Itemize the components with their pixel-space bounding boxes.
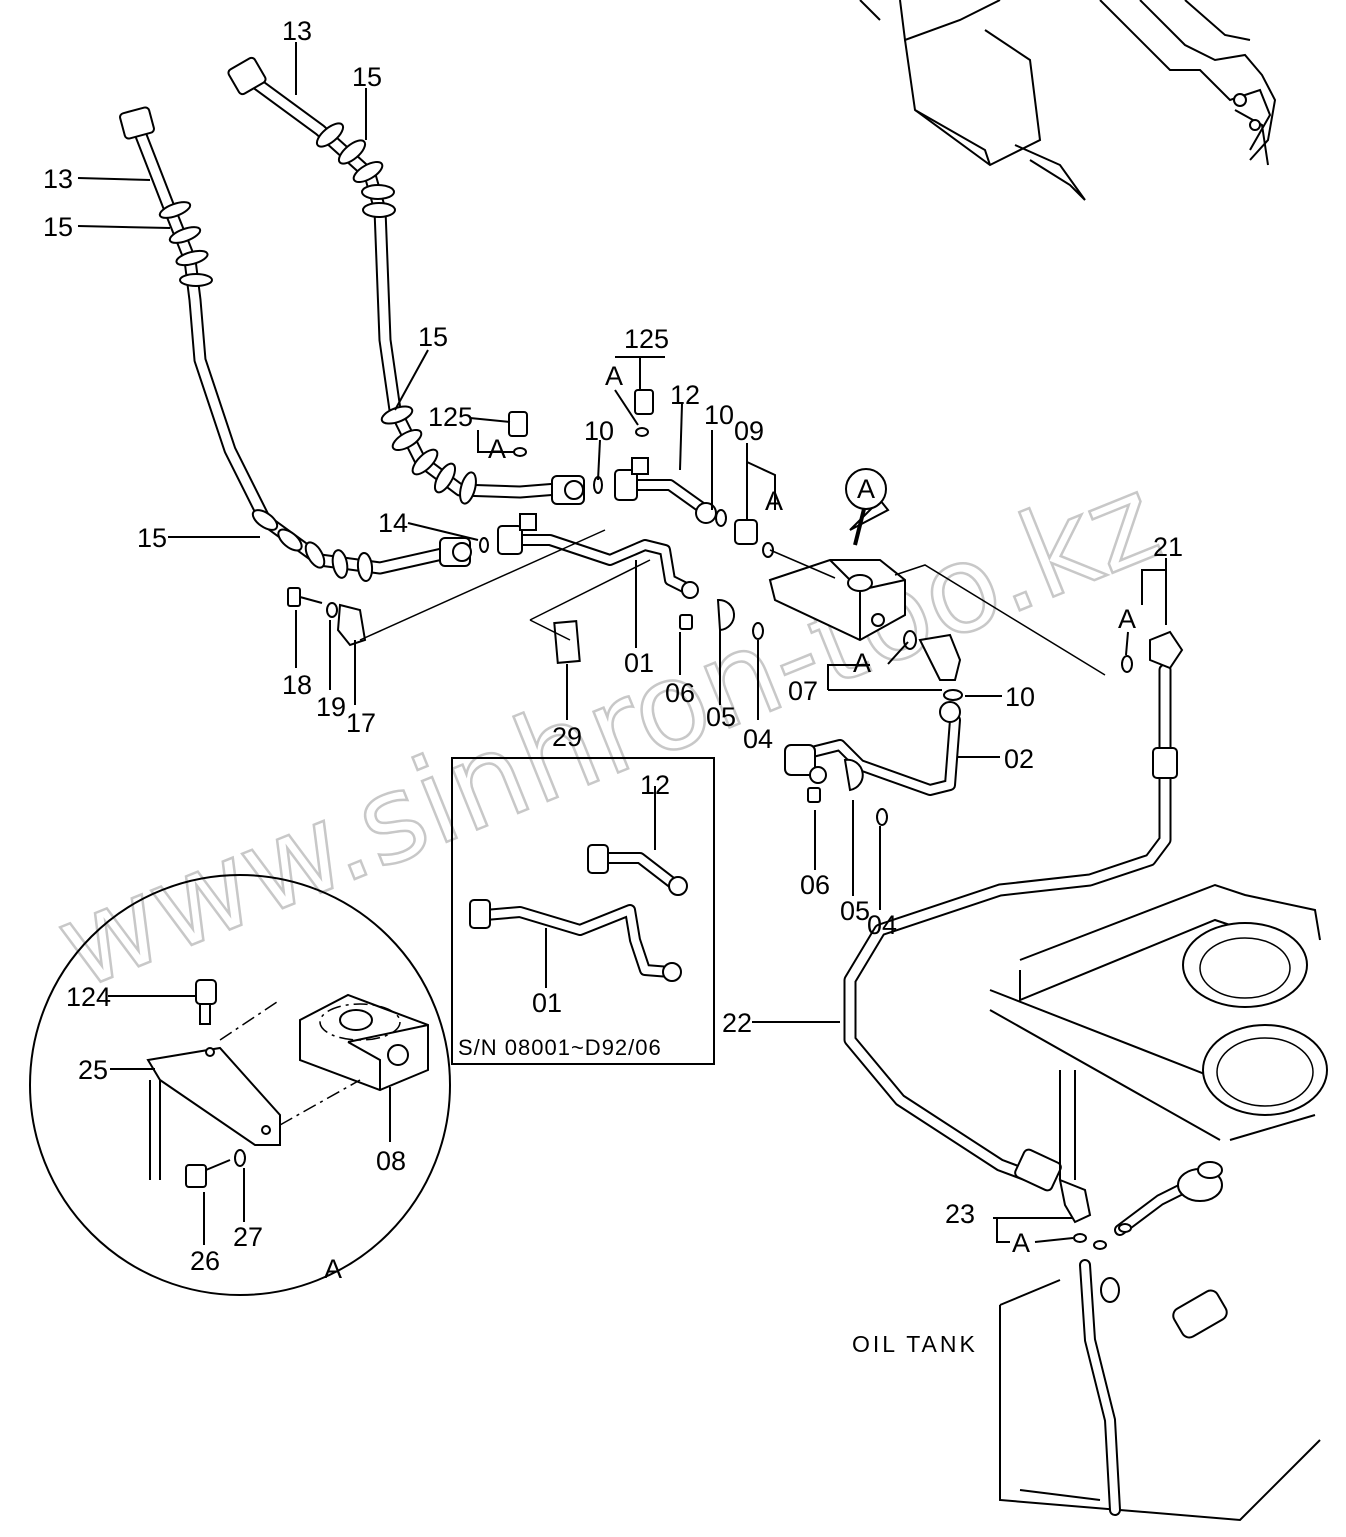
label-10: 10 bbox=[1005, 682, 1035, 712]
label-02: 02 bbox=[1004, 744, 1034, 774]
leader-dashed-lines bbox=[359, 529, 1106, 676]
callout-a: A bbox=[845, 468, 887, 510]
svg-text:A: A bbox=[857, 474, 875, 504]
label-15: 15 bbox=[352, 62, 382, 92]
label-09: 09 bbox=[734, 416, 764, 446]
label-a: A bbox=[324, 1254, 342, 1284]
label-23: 23 bbox=[945, 1199, 975, 1229]
label-05: 05 bbox=[840, 896, 870, 926]
pipe-02 bbox=[784, 701, 961, 796]
label-22: 22 bbox=[722, 1008, 752, 1038]
label-25: 25 bbox=[78, 1055, 108, 1085]
detail-a-circle bbox=[29, 874, 451, 1296]
oil-tank: OIL TANK bbox=[852, 883, 1328, 1522]
label-13: 13 bbox=[43, 164, 73, 194]
label-14: 14 bbox=[378, 508, 408, 538]
label-a: A bbox=[853, 648, 871, 678]
hose-22 bbox=[843, 630, 1184, 1243]
label-12: 12 bbox=[640, 770, 670, 800]
label-a: A bbox=[488, 434, 506, 464]
label-a: A bbox=[1118, 604, 1136, 634]
label-26: 26 bbox=[190, 1246, 220, 1276]
label-13: 13 bbox=[282, 16, 312, 46]
label-15: 15 bbox=[43, 212, 73, 242]
label-a: A bbox=[605, 361, 623, 391]
label-06: 06 bbox=[665, 678, 695, 708]
label-08: 08 bbox=[376, 1146, 406, 1176]
label-18: 18 bbox=[282, 670, 312, 700]
label-a: A bbox=[1012, 1228, 1030, 1258]
label-05: 05 bbox=[706, 702, 736, 732]
hose-sleeve-rings bbox=[158, 201, 374, 582]
label-29: 29 bbox=[552, 722, 582, 752]
label-27: 27 bbox=[233, 1222, 263, 1252]
label-10: 10 bbox=[704, 400, 734, 430]
pipe-12 bbox=[614, 457, 717, 524]
serial-note: S/N 08001~D92/06 bbox=[458, 1035, 662, 1060]
label-124: 124 bbox=[66, 982, 111, 1012]
valve-block-08 bbox=[768, 498, 906, 642]
label-04: 04 bbox=[867, 910, 897, 940]
pipe-01 bbox=[497, 513, 699, 599]
small-fittings bbox=[287, 389, 774, 664]
leader-lines bbox=[77, 42, 1167, 1245]
label-125: 125 bbox=[624, 324, 669, 354]
oil-tank-label: OIL TANK bbox=[852, 1331, 978, 1357]
svg-text:www.sinhron-too.kz: www.sinhron-too.kz bbox=[39, 449, 1177, 1017]
elbow-07 bbox=[807, 630, 963, 826]
label-10: 10 bbox=[584, 416, 614, 446]
label-a: A bbox=[765, 486, 783, 516]
watermark: www.sinhron-too.kz bbox=[38, 448, 1179, 1018]
hose-right bbox=[227, 56, 585, 505]
label-04: 04 bbox=[743, 724, 773, 754]
label-01: 01 bbox=[624, 648, 654, 678]
label-15: 15 bbox=[137, 523, 167, 553]
label-125: 125 bbox=[428, 402, 473, 432]
part-labels: 13 15 13 15 15 15 125 A 125 A 10 12 10 0… bbox=[43, 16, 1183, 1284]
serial-inset: S/N 08001~D92/06 bbox=[451, 757, 715, 1065]
upper-equipment-drawing bbox=[859, 0, 1277, 201]
label-19: 19 bbox=[316, 692, 346, 722]
label-01: 01 bbox=[532, 988, 562, 1018]
label-06: 06 bbox=[800, 870, 830, 900]
label-21: 21 bbox=[1153, 532, 1183, 562]
label-07: 07 bbox=[788, 676, 818, 706]
label-12: 12 bbox=[670, 380, 700, 410]
label-17: 17 bbox=[346, 708, 376, 738]
hose-left bbox=[119, 106, 472, 582]
label-15: 15 bbox=[418, 322, 448, 352]
